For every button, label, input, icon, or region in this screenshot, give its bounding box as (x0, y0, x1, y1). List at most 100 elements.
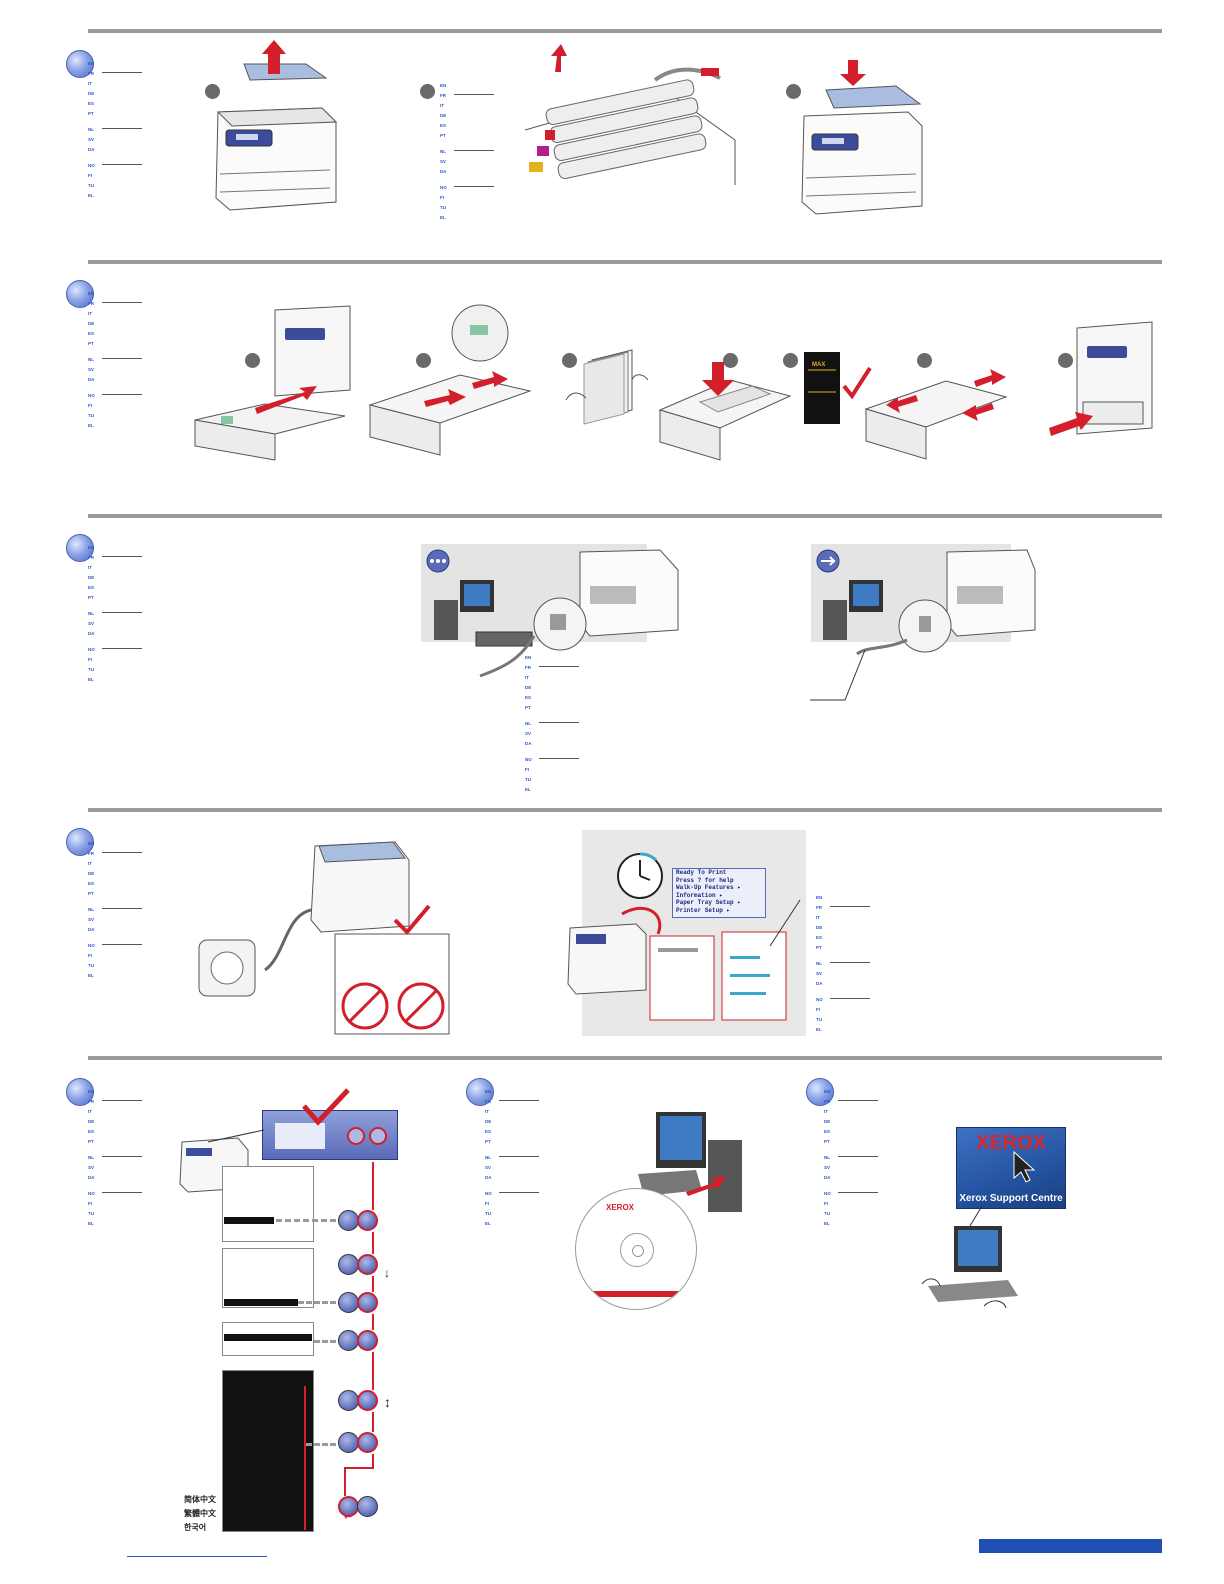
lang-code: PT (88, 595, 94, 600)
lang-code: EL (88, 423, 94, 428)
flow-line-2 (372, 1232, 374, 1254)
lang-code: EN (485, 1089, 492, 1094)
language-option-simplified-chinese: 简体中文 (184, 1495, 216, 1504)
lcd-line-printersetup: Printer Setup ▸ (676, 906, 731, 914)
lang-code: IT (88, 311, 92, 316)
substep-dot-8 (783, 353, 798, 368)
lang-code: EN (816, 895, 823, 900)
support-centre-tile[interactable]: XEROX Xerox Support Centre (956, 1127, 1066, 1209)
lang-code: SV (88, 1165, 95, 1170)
lang-code: DA (88, 927, 95, 932)
lang-code: EL (88, 677, 94, 682)
text-rule (102, 1156, 142, 1157)
lang-code: EN (88, 61, 95, 66)
lang-code: FI (816, 1007, 820, 1012)
support-centre-caption: Xerox Support Centre (959, 1193, 1063, 1204)
lang-code: FR (485, 1099, 491, 1104)
text-rule (102, 1192, 142, 1193)
control-buttons-3[interactable] (338, 1292, 378, 1314)
step-bubble-power (66, 828, 94, 856)
software-cd: XEROX (575, 1188, 697, 1310)
lang-code: FI (88, 173, 92, 178)
lang-code: SV (525, 731, 532, 736)
text-rule (454, 94, 494, 95)
lang-code: NO (485, 1191, 492, 1196)
lang-code: DE (88, 91, 95, 96)
text-rule (102, 358, 142, 359)
section-divider-2 (88, 260, 1162, 264)
control-buttons-back[interactable] (338, 1496, 378, 1518)
dash-connector-3 (314, 1340, 336, 1343)
control-buttons-5[interactable] (338, 1390, 378, 1412)
lang-code: EL (88, 973, 94, 978)
footer-brand-bar (979, 1539, 1162, 1553)
text-rule (102, 612, 142, 613)
lang-code: TU (485, 1211, 491, 1216)
text-rule (838, 1156, 878, 1157)
lang-code: TU (824, 1211, 830, 1216)
lang-code: PT (816, 945, 822, 950)
flow-line-8 (344, 1467, 374, 1469)
lang-code: NL (824, 1155, 830, 1160)
startup-printer-illustration (567, 907, 787, 1021)
substep-dot-6 (562, 353, 577, 368)
lang-code: EL (88, 193, 94, 198)
control-buttons-2[interactable] (338, 1254, 378, 1276)
clock-icon (617, 852, 663, 899)
lang-code: EN (88, 291, 95, 296)
lang-code: PT (485, 1139, 491, 1144)
lang-code: DA (485, 1175, 492, 1180)
lang-code: ES (88, 881, 95, 886)
lang-code: NO (525, 757, 532, 762)
control-buttons-1[interactable] (338, 1210, 378, 1232)
text-rule (102, 908, 142, 909)
lang-code: SV (440, 159, 447, 164)
lang-code: EL (440, 215, 446, 220)
lang-code: ES (88, 585, 95, 590)
section-divider-3 (88, 514, 1162, 518)
lang-code: ES (525, 695, 532, 700)
control-buttons-6[interactable] (338, 1432, 378, 1454)
flow-line-1 (372, 1162, 374, 1210)
language-list-screen (222, 1370, 314, 1532)
step-bubble-connect (66, 534, 94, 562)
lang-code: TU (88, 413, 94, 418)
substep-dot-4 (245, 353, 260, 368)
cd-brand-logo: XEROX (606, 1203, 635, 1212)
lang-code: SV (88, 621, 95, 626)
lang-code: DE (88, 871, 95, 876)
control-buttons-4[interactable] (338, 1330, 378, 1352)
tray-adjust-guides-illustration (368, 304, 532, 456)
lang-code: NO (88, 393, 95, 398)
substep-dot-3 (786, 84, 801, 99)
lang-code: NO (88, 943, 95, 948)
lang-code: DA (816, 981, 823, 986)
lang-code: FI (88, 403, 92, 408)
lang-code: ES (88, 1129, 95, 1134)
text-rule (539, 666, 579, 667)
lang-code: PT (88, 1139, 94, 1144)
network-setup-illustration (434, 549, 679, 678)
lang-code: NO (440, 185, 447, 190)
lang-code: TU (440, 205, 446, 210)
cd-center-hole (620, 1233, 654, 1267)
lang-code: IT (88, 81, 92, 86)
footer-link-underline[interactable] (127, 1556, 267, 1557)
lang-code: DA (88, 147, 95, 152)
text-rule (102, 72, 142, 73)
lang-code: FI (525, 767, 529, 772)
step-bubble-support (806, 1078, 834, 1106)
substep-dot-7 (723, 353, 738, 368)
lang-code: IT (88, 1109, 92, 1114)
substep-dot-10 (1058, 353, 1073, 368)
lang-code: DA (88, 377, 95, 382)
lang-code: EN (440, 83, 447, 88)
lang-code: DE (88, 321, 95, 326)
text-rule (838, 1100, 878, 1101)
lcd-line-walkup: Walk-Up Features ▸ (676, 884, 741, 891)
power-cord-illustration (198, 841, 450, 1035)
substep-dot-1 (205, 84, 220, 99)
checkmark-icon (302, 1088, 350, 1126)
lang-code: FI (440, 195, 444, 200)
lang-code: NO (816, 997, 823, 1002)
